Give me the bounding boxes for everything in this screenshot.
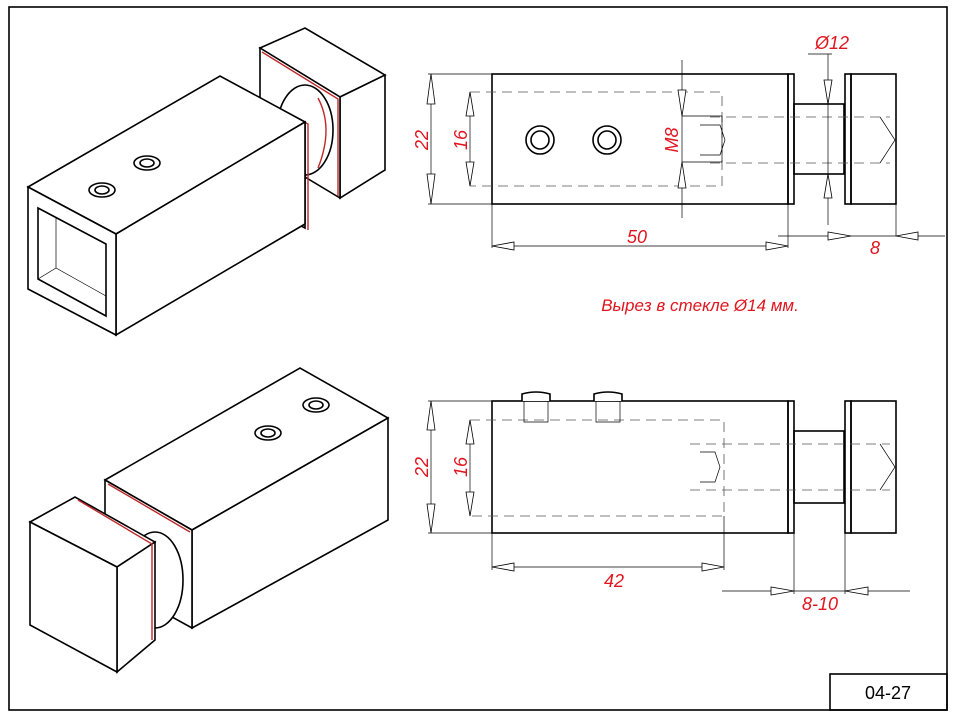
isometric-view-top: [26, 27, 387, 337]
dim-diameter: Ø12: [814, 33, 849, 53]
cutout-note: Вырез в стекле Ø14 мм.: [601, 296, 799, 315]
dim-length-bottom: 42: [604, 571, 624, 591]
dim-height: 22: [412, 130, 432, 151]
drawing-frame: [8, 6, 948, 711]
dim-height-bottom: 22: [412, 457, 432, 478]
dim-thread: M8: [662, 127, 682, 152]
front-view-bottom: 22 16 42 8-10: [412, 391, 910, 614]
isometric-view-bottom: [28, 367, 390, 674]
dim-cap: 8: [870, 238, 880, 258]
dim-inner: 16: [451, 129, 471, 150]
front-view-top: 22 16 M8 Ø12 50 8: [412, 33, 945, 258]
title-block: [829, 673, 948, 711]
dim-length: 50: [627, 227, 647, 247]
dim-inner-bottom: 16: [451, 456, 471, 477]
drawing-code: 04-27: [865, 683, 911, 703]
dim-glass: 8-10: [802, 594, 838, 614]
